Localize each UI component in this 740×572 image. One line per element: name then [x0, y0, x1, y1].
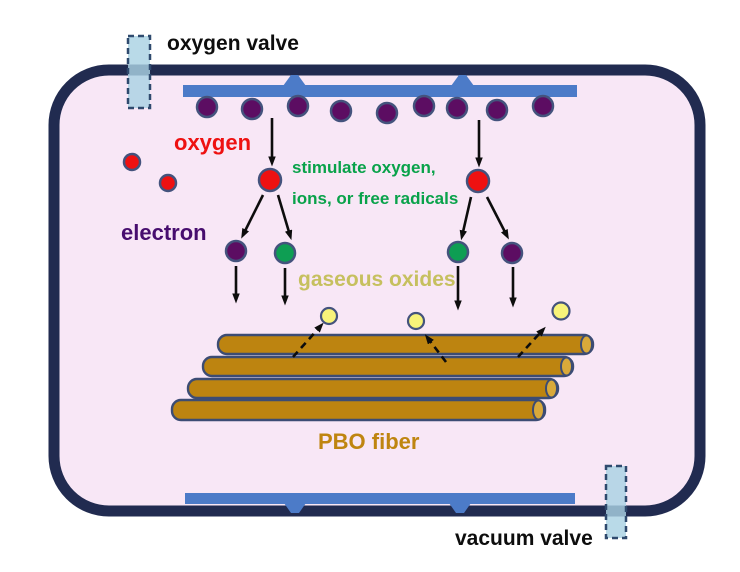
gaseous-oxide-molecules: [319, 301, 571, 331]
arrow-oxide-1: [292, 322, 324, 358]
electron-dot: [531, 94, 555, 118]
arrow-split-left-b: [276, 194, 293, 241]
flow-arrows: [232, 118, 517, 311]
pbo-fiber-stack: [170, 333, 595, 422]
fiber-end-caps: [532, 334, 593, 421]
oxygen-molecules: [122, 152, 491, 194]
fiber-end-cap: [560, 356, 573, 377]
stimulate-label-line2: ions, or free radicals: [292, 189, 459, 208]
electron-dot: [485, 98, 509, 122]
ion-dot: [446, 240, 470, 264]
stimulate-label-line1: stimulate oxygen,: [292, 158, 436, 177]
top-electrode-support: [283, 75, 306, 86]
top-electrode: [183, 75, 577, 97]
electron-dot: [445, 96, 469, 120]
electron-dot: [286, 94, 310, 118]
gaseous-oxides-label: gaseous oxides: [298, 268, 456, 291]
fiber-rod: [201, 355, 575, 378]
oxygen-dot: [158, 173, 178, 193]
electron-dot: [329, 99, 353, 123]
pbo-fiber-label: PBO fiber: [318, 429, 420, 454]
electron-dot: [240, 97, 264, 121]
electron-dot: [375, 101, 399, 125]
bottom-electrode: [185, 493, 575, 513]
electron-dot: [195, 95, 219, 119]
bottom-electrode-plate: [185, 493, 575, 504]
top-electrode-support: [451, 75, 474, 86]
arrow-oxide-2: [424, 334, 448, 363]
bottom-electrode-foot: [449, 503, 471, 513]
oxygen-valve-label: oxygen valve: [167, 32, 299, 55]
oxygen-dot: [257, 167, 283, 193]
arrow-split-right-a: [459, 196, 473, 241]
fiber-rod: [170, 398, 547, 422]
fiber-end-cap: [545, 378, 558, 399]
product-ions: [273, 240, 470, 265]
oxide-dot: [319, 306, 339, 326]
electron-label: electron: [121, 220, 207, 245]
fiber-rod: [186, 377, 560, 400]
electron-dot: [500, 241, 524, 265]
oxygen-dot: [122, 152, 142, 172]
fiber-end-cap: [580, 334, 593, 355]
oxygen-valve: [126, 34, 152, 110]
oxygen-dot: [465, 168, 491, 194]
electron-dot: [412, 94, 436, 118]
oxide-dot: [406, 311, 426, 331]
product-electrons: [224, 239, 524, 265]
fiber-end-cap: [532, 399, 545, 421]
electron-dot: [224, 239, 248, 263]
vacuum-valve-label: vacuum valve: [455, 527, 593, 550]
arrow-oxide-3: [517, 326, 546, 358]
arrow-split-right-b: [485, 196, 509, 240]
oxide-dot: [551, 301, 571, 321]
emission-arrows: [292, 322, 546, 363]
ion-dot: [273, 241, 297, 265]
top-electrode-plate: [183, 85, 577, 97]
bottom-electrode-foot: [284, 503, 306, 513]
arrow-split-left-a: [241, 194, 265, 239]
electron-row: [195, 94, 555, 125]
vacuum-valve: [604, 464, 628, 540]
oxygen-label: oxygen: [174, 130, 252, 155]
